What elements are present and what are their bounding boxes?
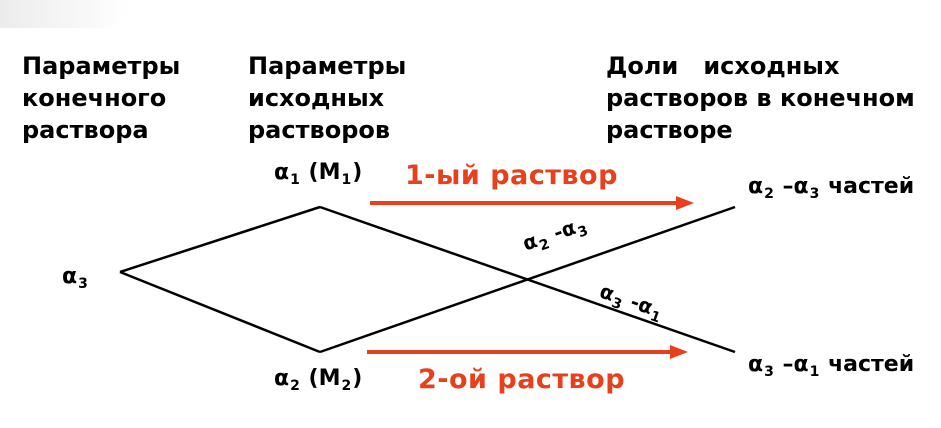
header-initial-line-2: исходных <box>248 84 385 112</box>
header-initial-solutions: Параметры исходных растворов <box>248 50 406 146</box>
edge-a3-to-a2 <box>119 270 321 354</box>
header-final-line-3: раствора <box>22 116 149 144</box>
header-shares-line-2: растворов в конечном <box>606 84 915 112</box>
node-a2-label: α2 (M2) <box>274 366 363 394</box>
node-a1-label: α1 (M1) <box>274 160 363 188</box>
result-top-label: α2 –α3 частей <box>748 174 915 202</box>
arrow-second-head <box>670 345 688 359</box>
result-bottom-label: α3 –α1 частей <box>748 352 915 380</box>
header-initial-line-1: Параметры <box>248 52 407 80</box>
header-initial-line-3: растворов <box>248 116 391 144</box>
header-final-line-1: Параметры <box>22 52 181 80</box>
diagonal-a1-to-bottom-result <box>319 205 736 354</box>
header-final-line-2: конечного <box>22 84 167 112</box>
corner-decoration <box>0 0 130 28</box>
arrow-first-label: 1-ый раствор <box>405 160 618 191</box>
header-final-solution: Параметры конечного раствора <box>22 50 180 146</box>
node-a3-label: α3 <box>62 264 88 292</box>
arrow-second-label: 2-ой раствор <box>418 364 626 395</box>
header-shares: Доли исходных растворов в конечном раств… <box>606 50 915 146</box>
arrow-first-head <box>676 196 694 210</box>
header-shares-line-1: Доли исходных <box>606 52 840 80</box>
edge-a3-to-a1 <box>119 205 321 274</box>
header-shares-line-3: растворе <box>606 116 733 144</box>
